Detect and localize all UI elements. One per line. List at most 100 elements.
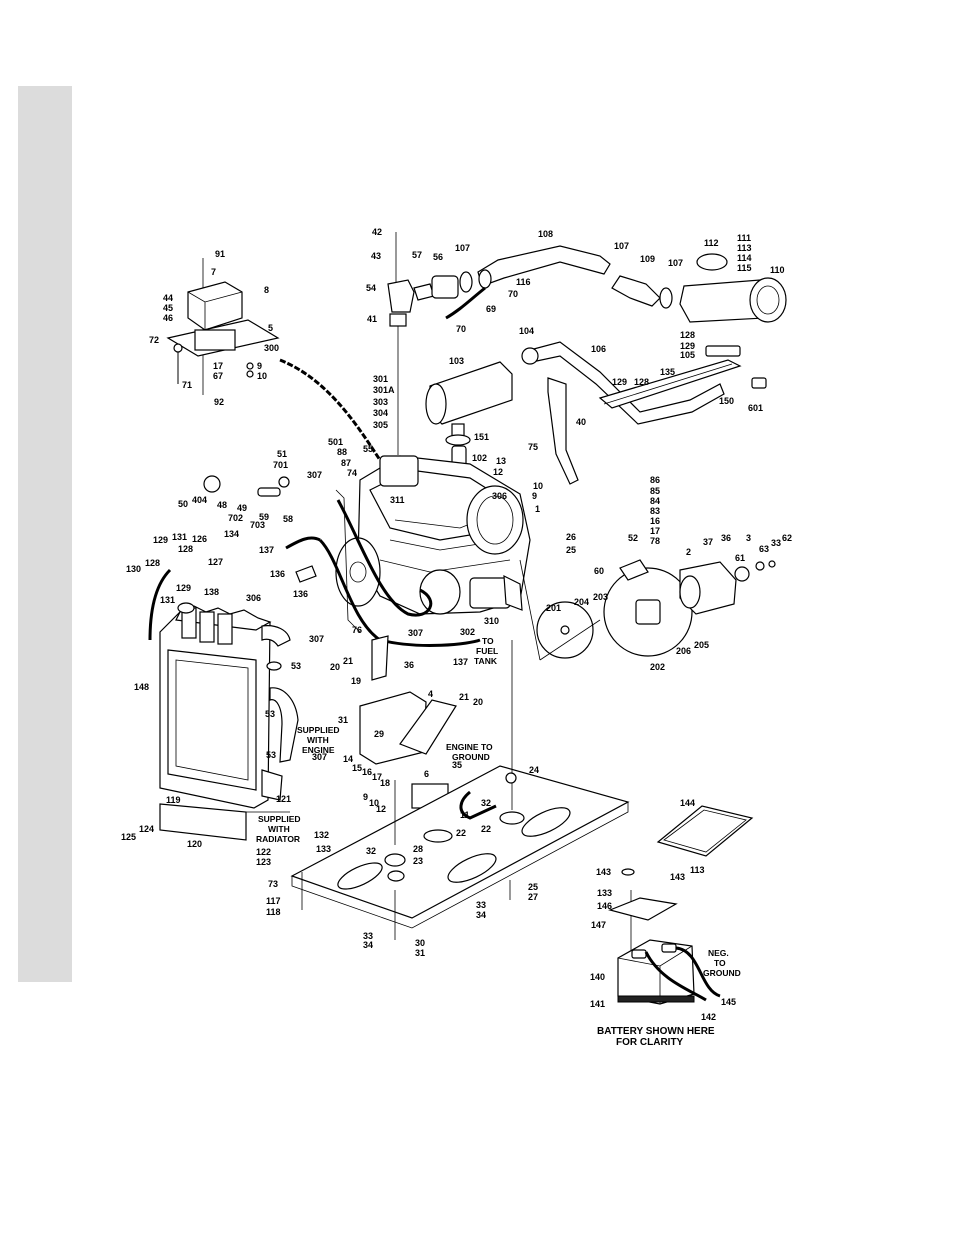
callout-51: 51	[277, 449, 287, 459]
callout-127: 127	[208, 557, 223, 567]
callout-311: 311	[390, 495, 405, 505]
callout-17: 17	[372, 772, 382, 782]
callout-49: 49	[237, 503, 247, 513]
callout-116: 116	[516, 277, 531, 287]
caption-battery-note-2: FOR CLARITY	[616, 1037, 684, 1048]
callout-129: 129	[153, 535, 168, 545]
callout-702: 702	[228, 513, 243, 523]
callout-26: 26	[566, 532, 576, 542]
caption-neg-to-ground-1: NEG.	[708, 948, 729, 958]
callout-102: 102	[472, 453, 487, 463]
callout-206: 206	[676, 646, 691, 656]
callout-13: 13	[496, 456, 506, 466]
callout-132: 132	[314, 830, 329, 840]
callout-71: 71	[182, 380, 192, 390]
callout-88: 88	[337, 447, 347, 457]
callout-300: 300	[264, 343, 279, 353]
callout-123: 123	[256, 857, 271, 867]
callout-110: 110	[770, 265, 785, 275]
callout-404: 404	[192, 495, 207, 505]
callout-30: 30	[415, 938, 425, 948]
callout-131: 131	[172, 532, 187, 542]
engine-block	[203, 358, 531, 647]
callout-36: 36	[404, 660, 414, 670]
callout-43: 43	[371, 251, 381, 261]
callout-33: 33	[476, 900, 486, 910]
callout-141: 141	[590, 999, 605, 1009]
caption-battery-note-1: BATTERY SHOWN HERE	[597, 1026, 715, 1037]
callout-8: 8	[264, 285, 269, 295]
diagram-captions: TO FUEL TANK SUPPLIED WITH ENGINE SUPPLI…	[256, 636, 741, 1048]
callout-40: 40	[576, 417, 586, 427]
callout-52: 52	[628, 533, 638, 543]
caption-to-fuel-tank-2: FUEL	[476, 646, 498, 656]
callout-20: 20	[473, 697, 483, 707]
callout-701: 701	[273, 460, 288, 470]
callout-33: 33	[363, 931, 373, 941]
callout-108: 108	[538, 229, 553, 239]
callout-21: 21	[343, 656, 353, 666]
callout-121: 121	[276, 794, 291, 804]
callout-137: 137	[259, 545, 274, 555]
caption-neg-to-ground-3: GROUND	[703, 968, 741, 978]
callout-145: 145	[721, 997, 736, 1007]
callout-45: 45	[163, 303, 173, 313]
caption-engine-to-ground-2: GROUND	[452, 752, 490, 762]
callout-307: 307	[307, 470, 322, 480]
callout-125: 125	[121, 832, 136, 842]
callout-109: 109	[640, 254, 655, 264]
callout-53: 53	[265, 709, 275, 719]
callout-118: 118	[266, 907, 281, 917]
callout-143: 143	[596, 867, 611, 877]
callout-111: 111	[737, 233, 751, 243]
callout-136: 136	[293, 589, 308, 599]
callout-104: 104	[519, 326, 534, 336]
callout-32: 32	[366, 846, 376, 856]
callout-136: 136	[270, 569, 285, 579]
callout-140: 140	[590, 972, 605, 982]
callout-25: 25	[566, 545, 576, 555]
callout-50: 50	[178, 499, 188, 509]
callout-115: 115	[737, 263, 752, 273]
callout-9: 9	[363, 792, 368, 802]
callout-6: 6	[424, 769, 429, 779]
callout-128: 128	[634, 377, 649, 387]
callout-18: 18	[380, 778, 390, 788]
callout-42: 42	[372, 227, 382, 237]
callout-63: 63	[759, 544, 769, 554]
callout-305: 305	[373, 420, 388, 430]
callout-501: 501	[328, 437, 343, 447]
callout-306: 306	[246, 593, 261, 603]
callout-12: 12	[493, 467, 503, 477]
callout-58: 58	[283, 514, 293, 524]
callout-87: 87	[341, 458, 351, 468]
callout-113: 113	[690, 865, 705, 875]
callout-15: 15	[352, 763, 362, 773]
battery-assembly	[608, 805, 754, 1005]
callout-126: 126	[192, 534, 207, 544]
callout-128: 128	[178, 544, 193, 554]
callout-53: 53	[291, 661, 301, 671]
callout-302: 302	[460, 627, 475, 637]
callout-124: 124	[139, 824, 154, 834]
callout-301A: 301A	[373, 385, 395, 395]
callout-7: 7	[211, 267, 216, 277]
caption-supplied-with-engine-2: WITH	[307, 735, 329, 745]
callout-41: 41	[367, 314, 377, 324]
callout-9: 9	[257, 361, 262, 371]
callout-74: 74	[347, 468, 357, 478]
callout-303: 303	[373, 397, 388, 407]
callout-57: 57	[412, 250, 422, 260]
callout-28: 28	[413, 844, 423, 854]
callout-20: 20	[330, 662, 340, 672]
caption-supplied-with-radiator-1: SUPPLIED	[258, 814, 301, 824]
caption-neg-to-ground-2: TO	[714, 958, 726, 968]
callout-129: 129	[612, 377, 627, 387]
callout-117: 117	[266, 896, 281, 906]
callout-33: 33	[771, 538, 781, 548]
callout-5: 5	[268, 323, 273, 333]
callout-135: 135	[660, 367, 675, 377]
callout-106: 106	[591, 344, 606, 354]
callout-24: 24	[529, 765, 539, 775]
